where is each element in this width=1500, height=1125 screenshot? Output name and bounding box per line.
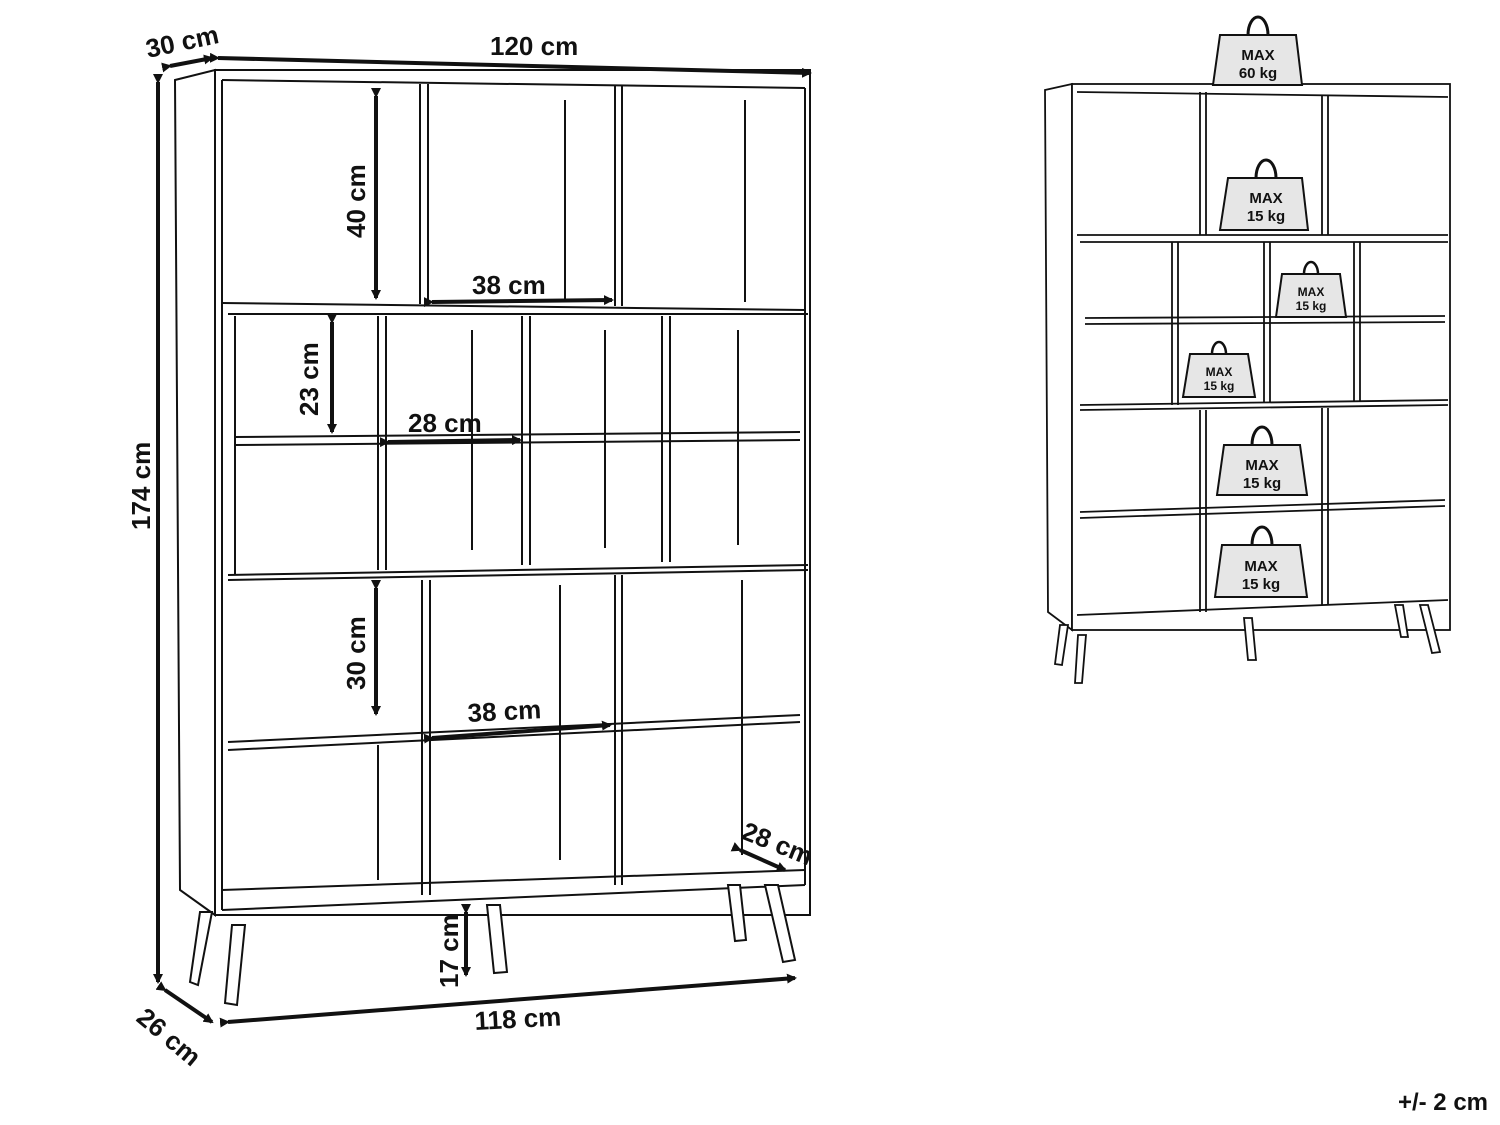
label-leg-height: 17 cm	[434, 914, 464, 988]
label-middle-width: 28 cm	[408, 408, 482, 438]
svg-text:15 kg: 15 kg	[1247, 208, 1285, 225]
label-base-width: 118 cm	[474, 1001, 562, 1035]
weight-icon-middle-shelf-a: MAX 15 kg	[1274, 260, 1348, 318]
dimensioned-bookcase	[173, 68, 811, 1007]
svg-text:MAX: MAX	[1206, 365, 1233, 379]
label-overall-height: 174 cm	[126, 442, 156, 530]
weight-icon-lower-shelf-b: MAX 15 kg	[1213, 525, 1309, 598]
svg-text:MAX: MAX	[1244, 558, 1277, 575]
svg-text:MAX: MAX	[1249, 190, 1282, 207]
weight-icon-lower-shelf-a: MAX 15 kg	[1215, 425, 1309, 496]
svg-text:MAX: MAX	[1245, 457, 1278, 474]
dimension-arrows	[153, 52, 812, 1028]
label-top-height: 40 cm	[341, 164, 371, 238]
svg-text:MAX: MAX	[1298, 285, 1325, 299]
svg-text:15 kg: 15 kg	[1242, 576, 1280, 593]
weight-icon-top: MAX 60 kg	[1211, 15, 1304, 86]
label-top-width: 38 cm	[472, 270, 546, 300]
label-bottom-height: 30 cm	[341, 616, 371, 690]
svg-text:15 kg: 15 kg	[1204, 379, 1235, 393]
weight-icon-middle-shelf-b: MAX 15 kg	[1181, 340, 1257, 398]
svg-text:MAX: MAX	[1241, 47, 1274, 64]
label-overall-width: 120 cm	[490, 31, 578, 61]
label-bottom-width: 38 cm	[467, 694, 542, 728]
load-capacity-bookcase	[1044, 82, 1451, 684]
label-middle-height: 23 cm	[294, 342, 324, 416]
tolerance-note: +/- 2 cm	[1397, 1089, 1488, 1116]
svg-text:15 kg: 15 kg	[1243, 475, 1281, 492]
svg-text:15 kg: 15 kg	[1296, 299, 1327, 313]
weight-icon-upper-shelf: MAX 15 kg	[1218, 158, 1310, 231]
svg-text:60 kg: 60 kg	[1239, 65, 1277, 82]
